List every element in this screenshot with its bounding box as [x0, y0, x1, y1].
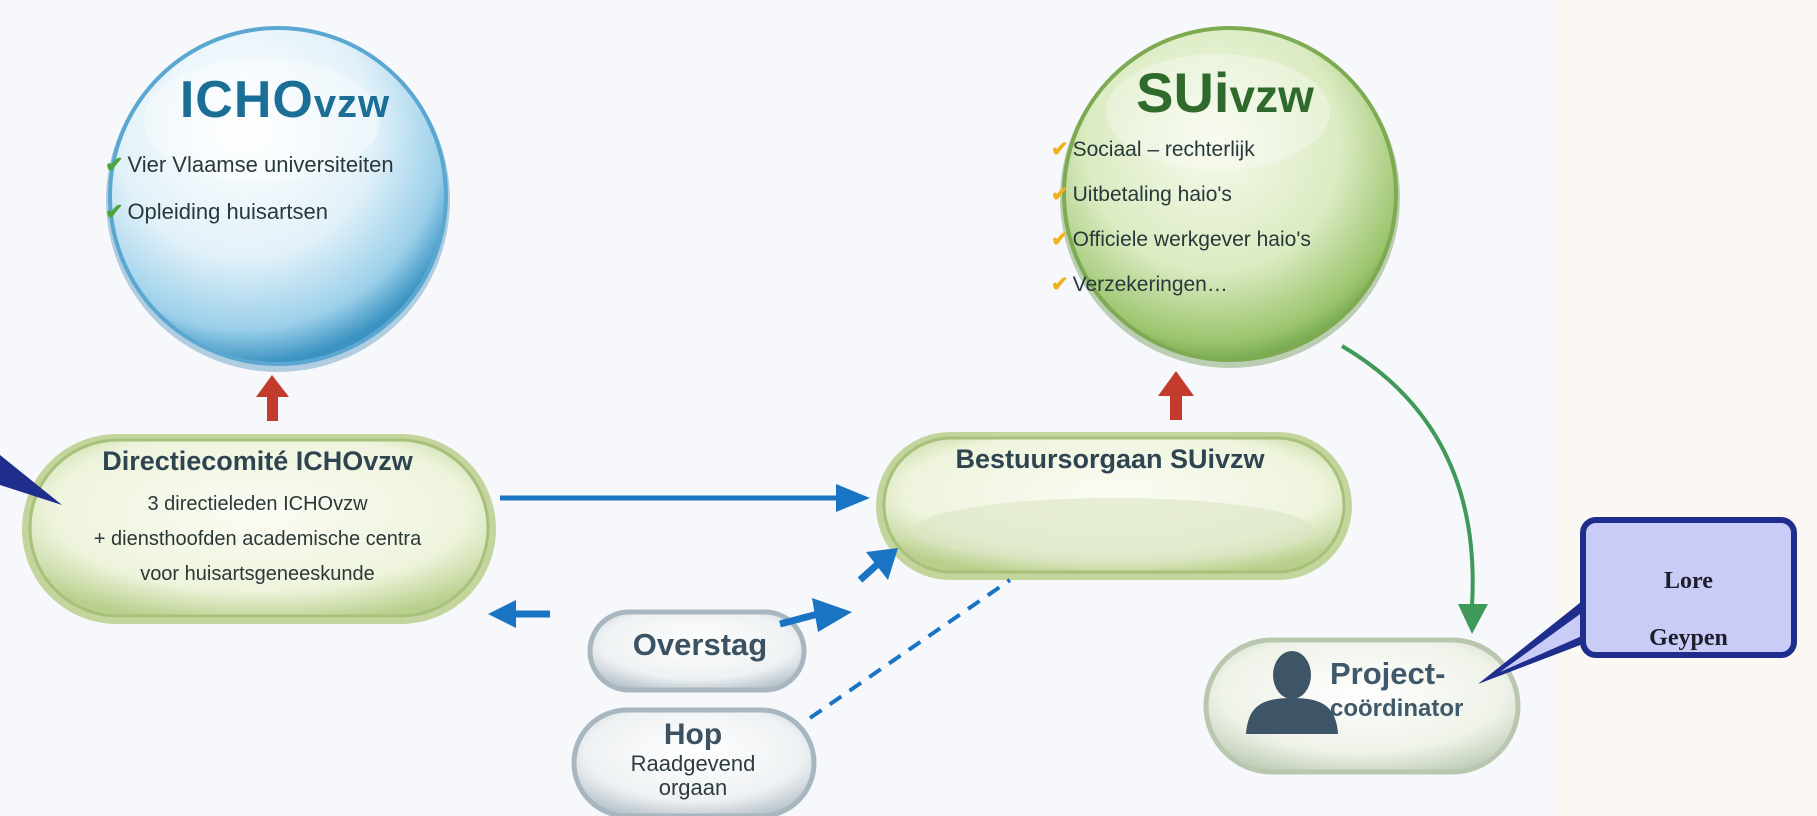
directiecomite-line: voor huisartsgeneeskunde	[140, 563, 375, 585]
hop-pill	[571, 707, 817, 816]
sui-item: ✔Uitbetaling haio's	[1051, 183, 1232, 206]
check-icon: ✔	[1051, 138, 1069, 161]
right-background-panel	[1555, 0, 1817, 816]
blue-arrow-overstag-up	[857, 548, 898, 583]
icho-item: ✔Opleiding huisartsen	[105, 199, 329, 224]
sui-circle	[1060, 26, 1400, 368]
bestuursorgaan-title: Bestuursorgaan SUivzw	[955, 444, 1265, 474]
hop-sub-label: Raadgevend	[630, 751, 756, 776]
hop-label: Hop	[663, 718, 723, 751]
projectcoordinator-label: coördinator	[1330, 695, 1464, 722]
blue-arrow-dir-to-bestuur	[500, 484, 870, 512]
sui-item: ✔Verzekeringen…	[1051, 273, 1228, 296]
hop-node: Hop Raadgevend orgaan	[573, 718, 813, 800]
check-icon: ✔	[1051, 183, 1069, 206]
check-icon: ✔	[105, 152, 124, 177]
green-arrow-sui-to-project	[1340, 344, 1488, 634]
projectcoordinator-node: Project- coördinator	[1330, 655, 1530, 725]
bestuursorgaan-pill	[876, 432, 1352, 580]
blue-left-arrow	[488, 600, 550, 628]
left-callout-pointer	[0, 455, 62, 505]
overstag-label: Overstag	[632, 627, 768, 662]
check-icon: ✔	[1051, 273, 1069, 296]
check-icon: ✔	[105, 199, 124, 224]
sui-item: ✔Officiele werkgever haio's	[1051, 228, 1311, 251]
callout-text: Lore	[1664, 568, 1713, 594]
directiecomite-pill	[22, 434, 496, 624]
check-icon: ✔	[1051, 228, 1069, 251]
red-up-arrow-icho	[256, 375, 289, 421]
projectcoordinator-label: Project-	[1330, 656, 1446, 691]
icho-title: ICHOvzw	[179, 71, 391, 129]
overstag-node: Overstag	[600, 627, 800, 663]
directiecomite-title: Directiecomité ICHOvzw	[102, 446, 413, 476]
directiecomite-node: Directiecomité ICHOvzw 3 directieleden I…	[30, 446, 485, 592]
callout-pointer	[1478, 598, 1604, 684]
sui-checklist: ✔Sociaal – rechterlijk ✔Uitbetaling haio…	[1051, 137, 1405, 297]
overstag-pill	[587, 609, 807, 693]
hop-sub-label: orgaan	[658, 775, 728, 800]
callout-text: Geypen	[1649, 625, 1728, 651]
icho-circle	[106, 26, 450, 372]
blue-arrow-overstag-right	[779, 598, 852, 632]
sui-title: SUivzw	[1136, 61, 1314, 124]
icho-item: ✔Vier Vlaamse universiteiten	[105, 152, 394, 177]
sui-item: ✔Sociaal – rechterlijk	[1051, 138, 1255, 161]
icho-checklist: ✔Vier Vlaamse universiteiten ✔Opleiding …	[105, 152, 475, 225]
name-callout: Lore Geypen	[1580, 517, 1797, 658]
sui-node: SUivzw ✔Sociaal – rechterlijk ✔Uitbetali…	[1045, 60, 1405, 317]
directiecomite-line: 3 directieleden ICHOvzw	[147, 493, 368, 515]
bestuursorgaan-node: Bestuursorgaan SUivzw	[880, 444, 1340, 475]
person-silhouette-icon	[1246, 651, 1338, 734]
dashed-line-hop-to-bestuur	[808, 578, 1012, 720]
directiecomite-line: + diensthoofden academische centra	[93, 528, 422, 550]
icho-node: ICHOvzw ✔Vier Vlaamse universiteiten ✔Op…	[95, 70, 475, 246]
red-up-arrow-sui	[1158, 371, 1194, 420]
